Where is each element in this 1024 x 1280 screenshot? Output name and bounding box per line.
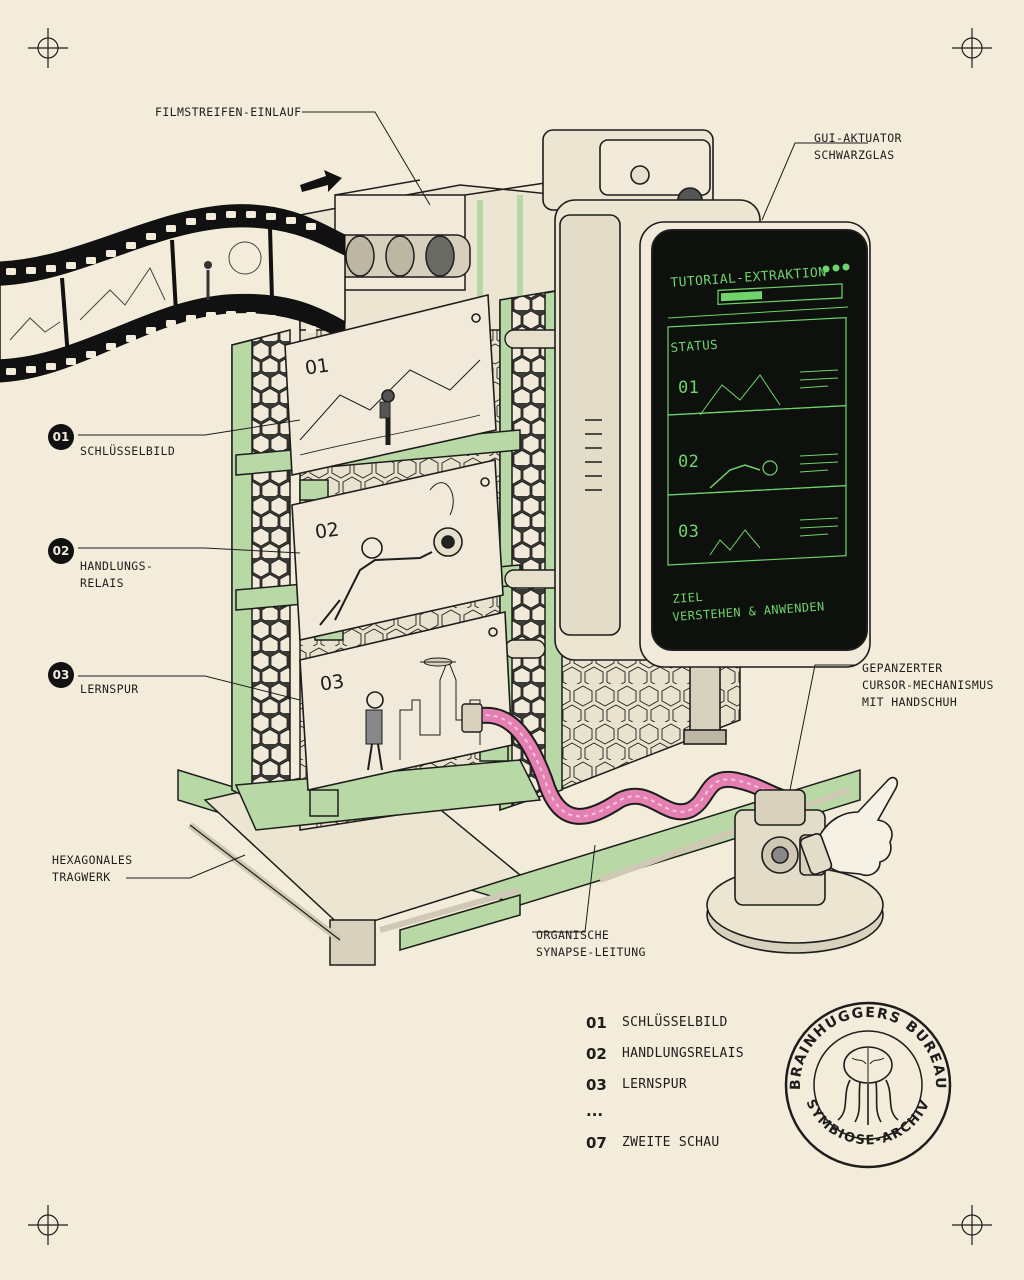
panel-01-number: 01 xyxy=(303,354,331,380)
label-synapse: ORGANISCHE SYNAPSE-LEITUNG xyxy=(536,928,646,959)
legend-number: 07 xyxy=(586,1134,607,1152)
panel-03-number: 03 xyxy=(318,670,346,696)
registration-mark-bottom-left xyxy=(28,1205,68,1245)
badge-01: 01 xyxy=(48,424,74,450)
legend-item: 07 ZWEITE SCHAU xyxy=(586,1134,806,1156)
bureau-stamp: BRAINHUGGERS BUREAU SYMBIOSE-ARCHIV xyxy=(784,1001,952,1169)
legend-text: HANDLUNGSRELAIS xyxy=(622,1046,744,1061)
legend-number: 03 xyxy=(586,1076,607,1094)
status-bar-track xyxy=(717,283,843,306)
feed-direction-arrow xyxy=(300,170,342,192)
screen-row-01: 01 xyxy=(678,378,700,398)
label-gui-actuator: GUI-AKTUATOR SCHWARZGLAS xyxy=(814,131,902,162)
side-label-02: HANDLUNGS- RELAIS xyxy=(80,559,154,590)
film-strip xyxy=(0,204,346,383)
cursor-mechanism xyxy=(706,789,884,954)
film-sprocket-holes xyxy=(6,211,316,375)
legend-number: ... xyxy=(586,1102,604,1120)
label-hex-frame: HEXAGONALES TRAGWERK xyxy=(52,853,133,884)
legend-text: LERNSPUR xyxy=(622,1077,688,1092)
label-cursor-mechanism: GEPANZERTER CURSOR-MECHANISMUS MIT HANDS… xyxy=(862,661,994,709)
registration-mark-bottom-right xyxy=(952,1205,992,1245)
badge-03: 03 xyxy=(48,662,74,688)
panel-02 xyxy=(291,459,504,641)
panel-02-number: 02 xyxy=(313,518,341,544)
screen-glass xyxy=(651,229,868,651)
legend-text: ZWEITE SCHAU xyxy=(622,1135,720,1150)
panel-03 xyxy=(299,611,513,791)
side-label-01: SCHLÜSSELBILD xyxy=(80,444,176,458)
badge-02: 02 xyxy=(48,538,74,564)
legend-number: 01 xyxy=(586,1014,607,1032)
panel-01 xyxy=(284,293,497,476)
label-film-inlet: FILMSTREIFEN-EINLAUF xyxy=(155,105,302,119)
screen-row-03: 03 xyxy=(678,522,700,542)
legend-item: 01 SCHLÜSSELBILD xyxy=(586,1014,806,1036)
legend-number: 02 xyxy=(586,1045,607,1063)
hand-pointer-icon xyxy=(799,776,899,877)
screen-row-02: 02 xyxy=(678,452,700,472)
registration-mark-top-right xyxy=(952,28,992,68)
legend-item: 02 HANDLUNGSRELAIS xyxy=(586,1045,806,1067)
legend-item: 03 LERNSPUR xyxy=(586,1076,806,1098)
callout-lines xyxy=(78,111,868,933)
legend-ellipsis: ... xyxy=(586,1102,806,1124)
synapse-cable xyxy=(461,703,799,825)
registration-mark-top-left xyxy=(28,28,68,68)
side-label-03: LERNSPUR xyxy=(80,682,139,696)
status-bar-fill xyxy=(721,291,762,302)
legend-text: SCHLÜSSELBILD xyxy=(622,1015,728,1030)
screen-goal-line1: ZIEL xyxy=(672,589,704,606)
